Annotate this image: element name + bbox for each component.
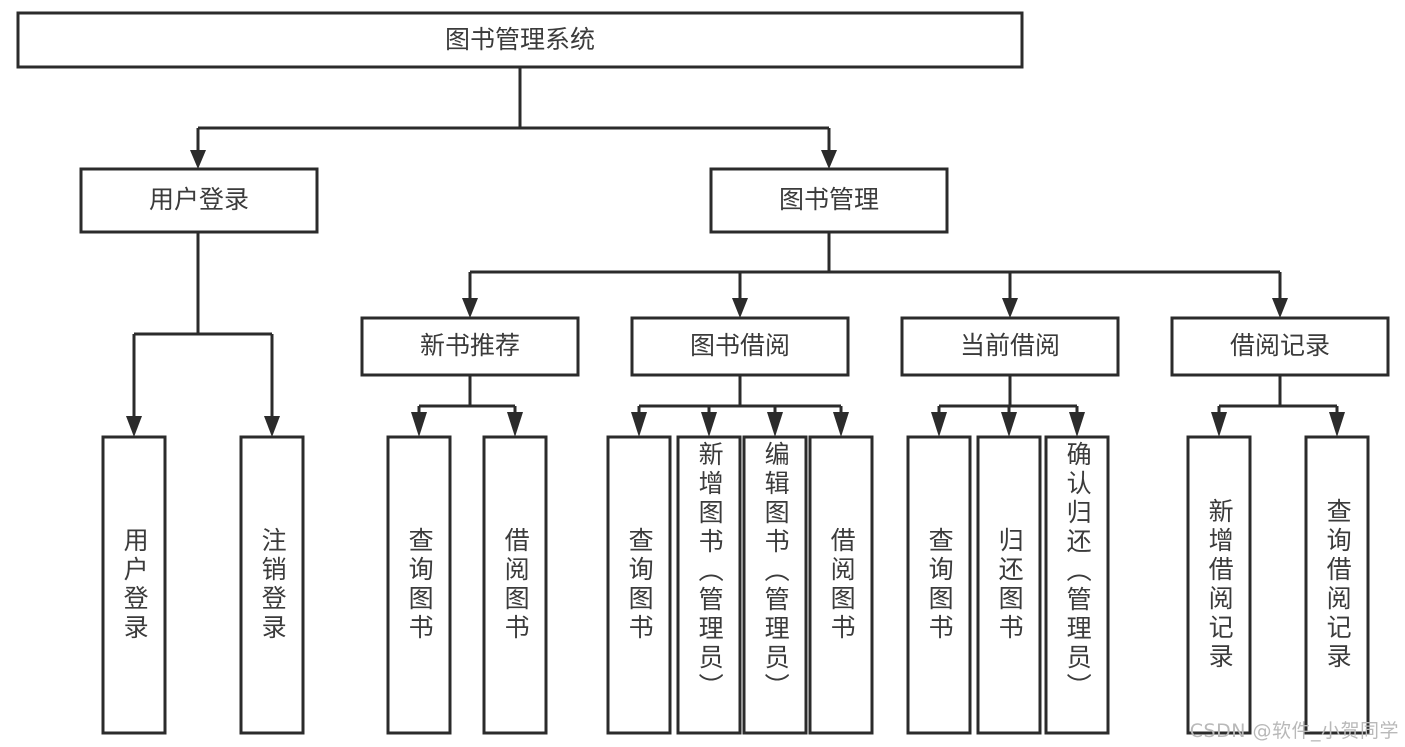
- arrowhead-user-login: [190, 150, 206, 169]
- node-leaf-add-book-box[interactable]: [676, 435, 742, 735]
- node-leaf-add-record-box[interactable]: [1186, 435, 1252, 735]
- node-root-label: 图书管理系统: [445, 25, 595, 54]
- node-user-login-label: 用户登录: [149, 185, 249, 214]
- node-leaf-add-book[interactable]: 新增图书（管理员）: [676, 435, 742, 735]
- node-new-book-rec[interactable]: 新书推荐: [360, 316, 580, 377]
- arrowhead-leaf-user-logout: [264, 416, 280, 437]
- node-leaf-query-book-1[interactable]: 查询图书: [386, 435, 452, 735]
- node-book-borrow-label: 图书借阅: [690, 331, 790, 360]
- node-leaf-edit-book-label: 编辑图书（管理员）: [761, 441, 791, 702]
- node-leaf-query-book-2-label: 查询图书: [625, 527, 655, 643]
- node-borrow-record-box[interactable]: [1170, 316, 1390, 377]
- node-leaf-user-logout-box[interactable]: [239, 435, 305, 735]
- node-leaf-add-record[interactable]: 新增借阅记录: [1186, 435, 1252, 735]
- node-leaf-user-logout[interactable]: 注销登录: [239, 435, 305, 735]
- node-book-manage-label: 图书管理: [779, 185, 879, 214]
- arrowhead-leaf-add-record: [1211, 412, 1227, 437]
- node-book-borrow-box[interactable]: [630, 316, 850, 377]
- node-leaf-return-book-box[interactable]: [976, 435, 1042, 735]
- node-leaf-user-login[interactable]: 用户登录: [101, 435, 167, 735]
- node-book-manage-box[interactable]: [709, 167, 949, 234]
- node-leaf-query-book-3[interactable]: 查询图书: [906, 435, 972, 735]
- arrowhead-borrow-record: [1272, 298, 1288, 318]
- arrowhead-leaf-confirm-return: [1069, 412, 1085, 437]
- arrowhead-book-manage: [821, 150, 837, 169]
- arrowhead-leaf-query-record: [1329, 412, 1345, 437]
- node-leaf-query-record-box[interactable]: [1304, 435, 1370, 735]
- node-leaf-confirm-return-label: 确认归还（管理员）: [1063, 441, 1093, 702]
- node-leaf-borrow-book-2-label: 借阅图书: [827, 527, 857, 643]
- node-borrow-record-label: 借阅记录: [1230, 331, 1330, 360]
- node-leaf-edit-book-box[interactable]: [742, 435, 808, 735]
- arrowhead-leaf-query-book-2: [631, 412, 647, 437]
- node-new-book-rec-box[interactable]: [360, 316, 580, 377]
- node-leaf-query-book-1-box[interactable]: [386, 435, 452, 735]
- node-leaf-confirm-return-box[interactable]: [1044, 435, 1110, 735]
- node-leaf-query-record-label: 查询借阅记录: [1323, 498, 1353, 672]
- node-book-manage[interactable]: 图书管理: [709, 167, 949, 234]
- node-leaf-borrow-book-1-label: 借阅图书: [501, 527, 531, 643]
- node-leaf-borrow-book-1[interactable]: 借阅图书: [482, 435, 548, 735]
- node-leaf-edit-book[interactable]: 编辑图书（管理员）: [742, 435, 808, 735]
- connectors-layer: [126, 67, 1345, 437]
- node-book-borrow[interactable]: 图书借阅: [630, 316, 850, 377]
- node-root-box[interactable]: [16, 11, 1024, 69]
- arrowhead-book-borrow: [732, 298, 748, 318]
- node-leaf-query-book-1-label: 查询图书: [405, 527, 435, 643]
- node-borrow-record[interactable]: 借阅记录: [1170, 316, 1390, 377]
- node-leaf-confirm-return[interactable]: 确认归还（管理员）: [1044, 435, 1110, 735]
- arrowhead-leaf-borrow-book-2: [833, 412, 849, 437]
- node-user-login-box[interactable]: [79, 167, 319, 234]
- node-leaf-query-book-2-box[interactable]: [606, 435, 672, 735]
- node-leaf-return-book-label: 归还图书: [995, 527, 1025, 643]
- node-leaf-add-book-label: 新增图书（管理员）: [695, 441, 725, 702]
- arrowhead-current-borrow: [1002, 298, 1018, 318]
- node-current-borrow[interactable]: 当前借阅: [900, 316, 1120, 377]
- arrowhead-leaf-user-login: [126, 416, 142, 437]
- arrowhead-leaf-add-book: [701, 412, 717, 437]
- node-leaf-user-login-label: 用户登录: [120, 527, 150, 643]
- node-leaf-borrow-book-2[interactable]: 借阅图书: [808, 435, 874, 735]
- node-leaf-borrow-book-2-box[interactable]: [808, 435, 874, 735]
- node-current-borrow-box[interactable]: [900, 316, 1120, 377]
- arrowhead-leaf-query-book-3: [931, 412, 947, 437]
- arrowhead-leaf-query-book-1: [411, 412, 427, 437]
- node-leaf-add-record-label: 新增借阅记录: [1205, 498, 1235, 672]
- node-user-login[interactable]: 用户登录: [79, 167, 319, 234]
- arrowhead-leaf-borrow-book-1: [507, 412, 523, 437]
- node-new-book-rec-label: 新书推荐: [420, 331, 520, 360]
- node-leaf-borrow-book-1-box[interactable]: [482, 435, 548, 735]
- node-current-borrow-label: 当前借阅: [960, 331, 1060, 360]
- node-leaf-user-logout-label: 注销登录: [258, 527, 288, 643]
- arrowhead-leaf-return-book: [1001, 412, 1017, 437]
- node-leaf-query-book-3-label: 查询图书: [925, 527, 955, 643]
- node-leaf-query-record[interactable]: 查询借阅记录: [1304, 435, 1370, 735]
- arrowhead-leaf-edit-book: [767, 412, 783, 437]
- node-leaf-query-book-3-box[interactable]: [906, 435, 972, 735]
- node-leaf-query-book-2[interactable]: 查询图书: [606, 435, 672, 735]
- node-leaf-return-book[interactable]: 归还图书: [976, 435, 1042, 735]
- node-root[interactable]: 图书管理系统: [16, 11, 1024, 69]
- node-leaf-user-login-box[interactable]: [101, 435, 167, 735]
- arrowhead-new-book-rec: [462, 298, 478, 318]
